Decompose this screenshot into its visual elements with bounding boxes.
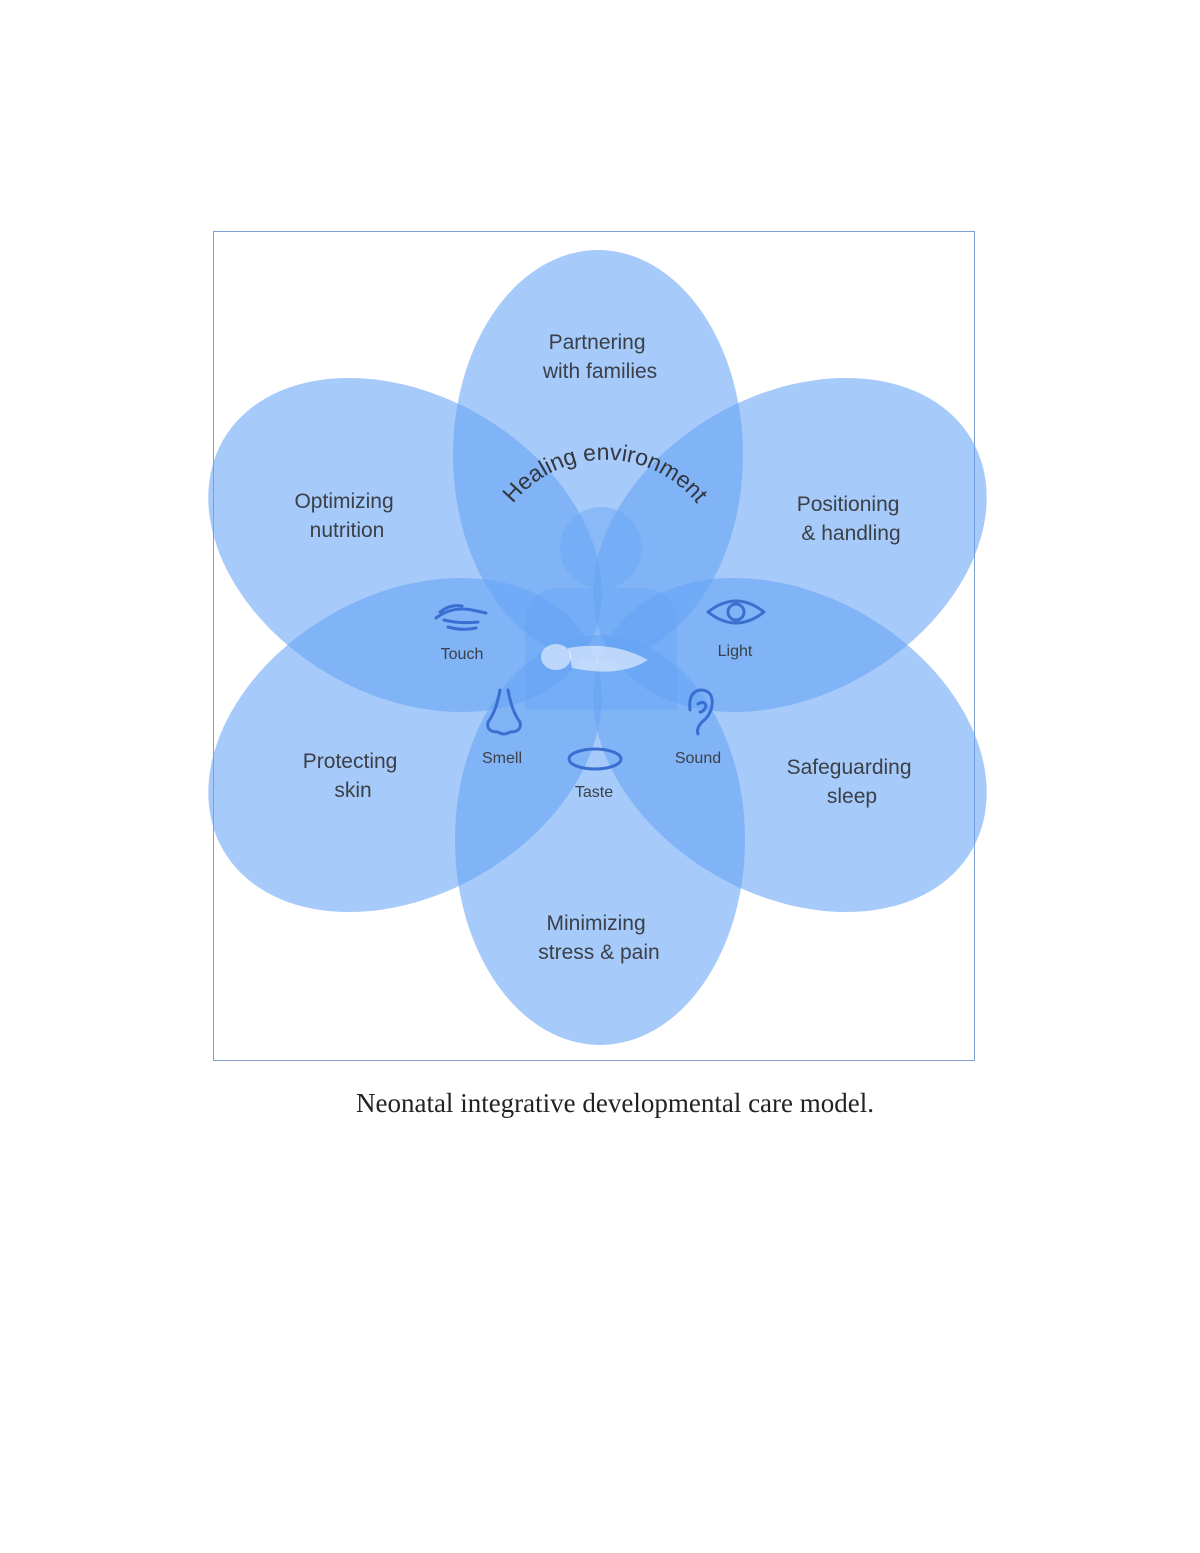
sense-label-touch: Touch	[441, 646, 484, 663]
touch-hand-icon	[434, 604, 488, 631]
petal-label-bottom: Minimizing stress & pain	[538, 912, 659, 964]
petal-label-top: Partnering with families	[542, 331, 657, 383]
petal-label-upper-left: Optimizing nutrition	[294, 490, 399, 542]
eye-icon	[706, 599, 766, 625]
petal-label-lower-right: Safeguarding sleep	[787, 756, 918, 808]
petal-lower-left	[208, 577, 602, 913]
sense-label-taste: Taste	[575, 784, 613, 801]
sense-label-smell: Smell	[482, 750, 522, 767]
parent-infant-icon	[525, 507, 677, 710]
nose-icon	[486, 688, 522, 736]
ear-icon	[688, 688, 714, 736]
petal-label-upper-right: Positioning & handling	[797, 493, 906, 545]
figure-caption: Neonatal integrative developmental care …	[355, 1088, 875, 1118]
sense-label-light: Light	[718, 643, 753, 660]
mouth-icon	[567, 747, 623, 771]
petal-label-lower-left: Protecting skin	[303, 750, 403, 802]
sense-label-sound: Sound	[675, 750, 721, 767]
petal-lower-right	[593, 577, 987, 913]
